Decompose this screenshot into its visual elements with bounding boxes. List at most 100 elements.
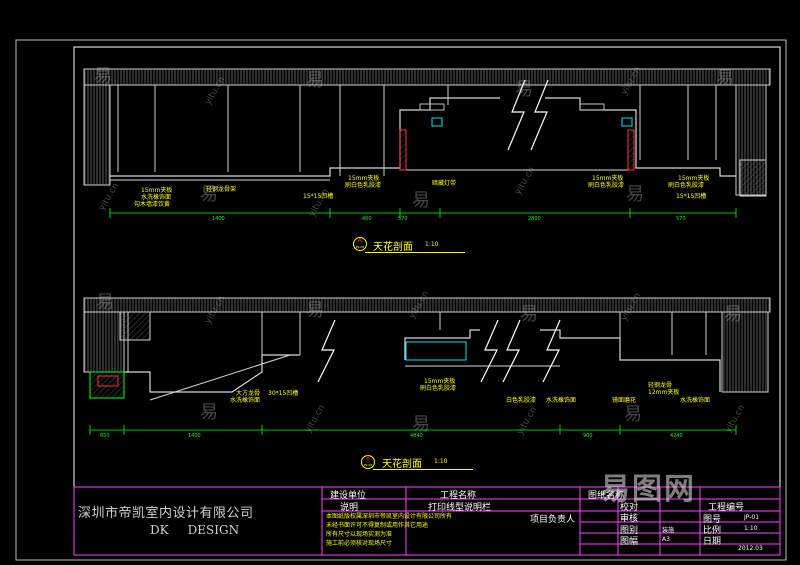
drawing-type-value: 装施 (662, 527, 675, 534)
label: 轻钢龙骨 (648, 382, 673, 389)
check-label: 校对 (620, 503, 639, 513)
watermark: 易 (306, 300, 324, 321)
size-label: 图幅 (620, 537, 639, 547)
watermark-url: yitu.cn (303, 403, 328, 435)
label: 水洗橡饰面 (141, 194, 172, 201)
dimension-text: 570 (398, 216, 408, 222)
section-b-title: 天花剖面 (382, 459, 422, 470)
watermark: 易 (94, 66, 112, 87)
watermark-url: yitu.cn (97, 181, 122, 213)
watermark-url: yitu.cn (307, 187, 332, 219)
label: 刷白色乳胶漆 (345, 182, 382, 189)
watermark-url: yitu.cn (619, 65, 644, 97)
section-a-left-wall (83, 84, 111, 186)
build-unit-label: 建设单位 (330, 491, 367, 501)
label: 15*15凹槽 (303, 193, 334, 200)
watermark: 易 (716, 68, 734, 89)
dimension-text: 4840 (410, 433, 423, 439)
date-value: 2012.03 (738, 545, 763, 552)
dimension-text: 1400 (188, 433, 201, 439)
label: 水洗橡饰面 (230, 397, 261, 404)
marker-letter: A (357, 237, 363, 244)
marker-sheet: P9-05 (363, 463, 373, 467)
label: 水洗橡饰面 (680, 397, 711, 404)
watermark: 易 (200, 184, 218, 205)
note-line: 所有尺寸以现场实测为准 (326, 531, 393, 538)
note-line: 未经书面许可不得复制或用作其它用途 (326, 522, 429, 529)
watermark: 易 (515, 79, 533, 100)
dimension-text: 650 (100, 433, 110, 439)
label: 15mm夹板 (678, 175, 710, 182)
watermark: 易 (412, 190, 430, 211)
marker-sheet: P9-05 (355, 245, 365, 249)
reviewer-label: 审核 (620, 514, 639, 524)
dimension-text: 570 (676, 216, 686, 222)
marker-letter: B (365, 455, 371, 462)
section-b-scale: 1:10 (434, 458, 448, 465)
label: 15mm夹板 (592, 175, 624, 182)
note-line: 本图纸版权属深圳市帝凯室内设计有限公司所有 (326, 513, 453, 520)
drawing-type-label: 图别 (620, 526, 639, 536)
manager-label: 项目负责人 (530, 515, 576, 525)
label: 刷白色乳胶漆 (588, 182, 625, 189)
dimension-text: 2800 (528, 216, 541, 222)
note-line: 施工前必须核对现场尺寸 (326, 540, 393, 547)
company-name-en: DK DESIGN (150, 523, 240, 537)
label: 15mm夹板 (424, 378, 456, 385)
title-block (73, 486, 781, 556)
section-a-scale: 1:10 (425, 241, 439, 248)
outer-frame (15, 39, 787, 561)
sheet-no-value: JP-01 (744, 514, 760, 521)
section-b-right-wall (721, 311, 769, 393)
project-name-label: 工程名称 (440, 491, 477, 501)
watermark: 易 (412, 414, 430, 435)
watermark-url: yitu.cn (203, 75, 228, 107)
title-block-notes: 本图纸版权属深圳市帝凯室内设计有限公司所有 未经书面许可不得复制或用作其它用途 … (326, 512, 452, 548)
watermark-url: yitu.cn (203, 294, 228, 326)
watermark-url: yitu.cn (723, 403, 748, 435)
label: 镜面磨花 (612, 397, 637, 404)
company-name: 深圳市帝凯室内设计有限公司 (78, 506, 254, 521)
section-b-marker: B P9-05 (361, 455, 375, 469)
label: 勾木墙漆饮黄 (134, 201, 171, 208)
label: 水洗橡饰面 (546, 397, 577, 404)
label: 15mm夹板 (348, 175, 380, 182)
watermark: 易 (96, 292, 114, 313)
watermark-url: yitu.cn (407, 289, 432, 321)
dimension-text: 900 (583, 433, 593, 439)
label: 15*15凹槽 (676, 193, 707, 200)
section-b (83, 297, 771, 435)
label: 轻钢龙骨架 (206, 186, 237, 193)
watermark: 易 (624, 404, 642, 425)
dimension-text: 1400 (212, 216, 225, 222)
size-value: A3 (662, 536, 670, 543)
watermark: 易 (306, 70, 324, 91)
label: 大方龙骨 (236, 390, 261, 397)
section-a-marker: A P9-05 (353, 237, 367, 251)
section-b-slab (83, 297, 771, 313)
label: 白色乳胶漆 (506, 397, 537, 404)
desc-text: 打印线型说明栏 (428, 503, 492, 513)
label: 刷白色乳胶漆 (420, 385, 457, 392)
label: 30*15凹槽 (268, 390, 299, 397)
section-a-slab (83, 68, 771, 86)
label: 刷白色乳胶漆 (668, 182, 705, 189)
drawing-name-label: 图纸名称 (588, 491, 625, 501)
label: 12mm夹板 (648, 389, 680, 396)
section-a-title-underline (365, 252, 465, 253)
watermark-url: yitu.cn (619, 291, 644, 323)
watermark-url: yitu.cn (513, 165, 538, 197)
scale-label: 比例 (703, 526, 722, 536)
dimension-text: 4240 (670, 433, 683, 439)
sheet-no-label: 图号 (703, 515, 722, 525)
dimension-text: 400 (362, 216, 372, 222)
desc-label: 说明 (340, 503, 359, 513)
label: 暗藏灯带 (432, 180, 457, 187)
project-no-label: 工程编号 (708, 503, 745, 513)
watermark: 易 (520, 304, 538, 325)
watermark-url: yitu.cn (515, 405, 540, 437)
date-label: 日期 (703, 537, 722, 547)
section-a (83, 68, 771, 218)
